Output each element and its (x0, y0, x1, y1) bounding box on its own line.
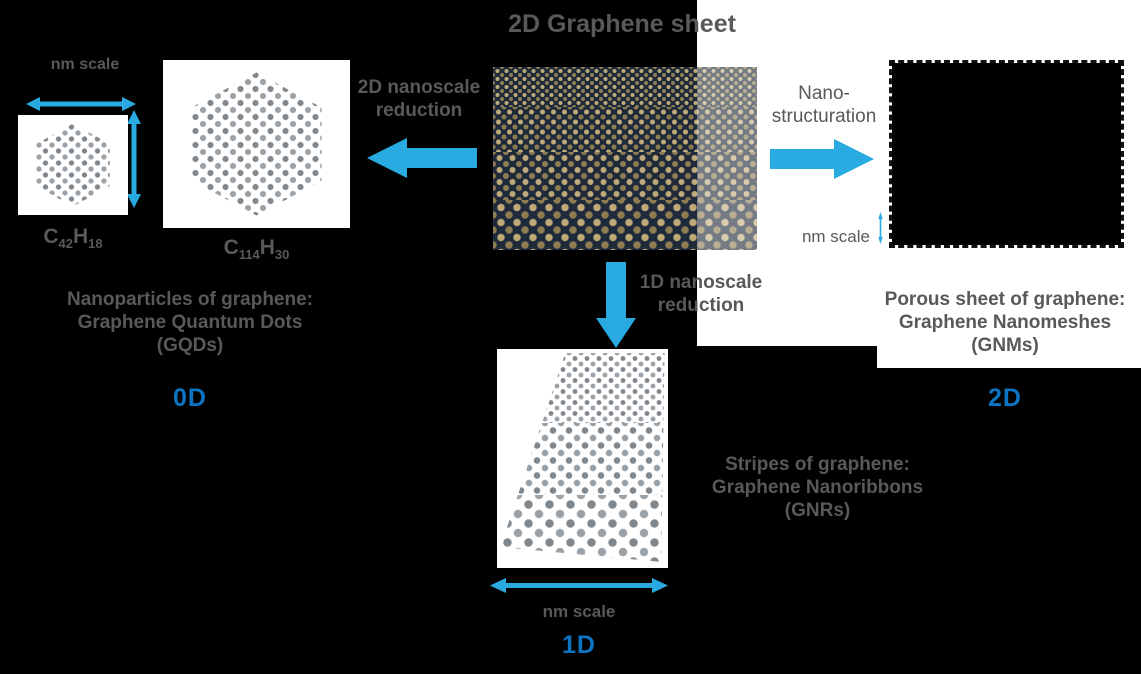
gqd-vertical-scale-arrow (127, 110, 141, 208)
gnr-image (497, 349, 668, 568)
left-arrow-label-line2: reduction (375, 100, 463, 121)
gqd-small-molecule (36, 123, 110, 207)
graphene-sheet-image (493, 67, 757, 250)
left-arrow-label-line1: 2D nanoscale (357, 77, 481, 98)
gqd-dimension-label: 0D (173, 384, 207, 412)
gqd-caption-line3: (GQDs) (156, 335, 224, 356)
sheet-band-near (493, 200, 757, 250)
gqd-large-image (163, 60, 350, 228)
gnr-horizontal-scale-arrow (490, 578, 668, 593)
formula-element: C (223, 236, 239, 259)
sheet-band-mid1 (493, 107, 757, 152)
gnr-nm-scale-label: nm scale (542, 602, 616, 621)
right-block-arrow (770, 139, 874, 179)
gnm-nm-scale-label: nm scale (801, 227, 870, 246)
gqd-caption-line2: Graphene Quantum Dots (77, 312, 303, 333)
gnm-caption-line2: Graphene Nanomeshes (898, 312, 1112, 333)
gnm-dimension-label: 2D (988, 384, 1022, 412)
diagram-title: 2D Graphene sheet (508, 10, 736, 38)
sheet-band-mid2 (493, 152, 757, 200)
gnr-ribbon-far (500, 353, 665, 423)
gqd-nm-scale-label: nm scale (50, 56, 120, 73)
formula-subscript: 42 (58, 236, 73, 252)
gqd-small-formula: C42H18 (18, 225, 128, 251)
gqd-caption: Nanoparticles of graphene: Graphene Quan… (30, 288, 350, 357)
formula-element: H (73, 225, 89, 248)
sheet-band-far (493, 67, 757, 107)
down-block-arrow (596, 262, 636, 348)
gnr-caption: Stripes of graphene: Graphene Nanoribbon… (695, 453, 940, 522)
gnr-ribbon-near (500, 495, 665, 562)
white-panel-extension (877, 340, 1141, 368)
down-arrow-label: 1D nanoscale reduction (628, 271, 774, 317)
gnr-caption-line3: (GNRs) (784, 500, 851, 521)
down-arrow-label-line1: 1D nanoscale (639, 272, 763, 293)
gnr-molecule-ribbon (500, 353, 665, 562)
left-block-arrow (367, 138, 477, 178)
gqd-large-molecule (191, 72, 322, 216)
down-arrow-label-line2: reduction (657, 295, 745, 316)
gnr-caption-line1: Stripes of graphene: (725, 454, 910, 475)
sheet-fade-overlay (697, 67, 757, 250)
gnm-image (889, 60, 1124, 248)
formula-subscript: 18 (88, 236, 103, 252)
right-arrow-label-line1: Nano- (798, 83, 850, 104)
gqd-small-image (18, 115, 128, 215)
formula-subscript: 114 (238, 247, 260, 263)
formula-subscript: 30 (274, 247, 290, 263)
gnm-caption: Porous sheet of graphene: Graphene Nanom… (865, 288, 1141, 357)
formula-element: H (259, 236, 275, 259)
gnm-scale-arrow (878, 212, 883, 244)
gqd-caption-line1: Nanoparticles of graphene: (67, 289, 313, 310)
gnr-ribbon-mid (500, 423, 665, 495)
gnr-caption-line2: Graphene Nanoribbons (711, 477, 924, 498)
right-arrow-label: Nano- structuration (762, 82, 886, 128)
right-arrow-label-line2: structuration (771, 106, 877, 127)
gqd-large-formula: C114H30 (163, 236, 350, 262)
gqd-horizontal-scale-arrow (26, 97, 136, 111)
gnm-caption-line1: Porous sheet of graphene: (884, 289, 1126, 310)
formula-element: C (43, 225, 59, 248)
gnm-caption-line3: (GNMs) (971, 335, 1039, 356)
gnr-dimension-label: 1D (562, 631, 596, 659)
left-arrow-label: 2D nanoscale reduction (345, 76, 493, 122)
